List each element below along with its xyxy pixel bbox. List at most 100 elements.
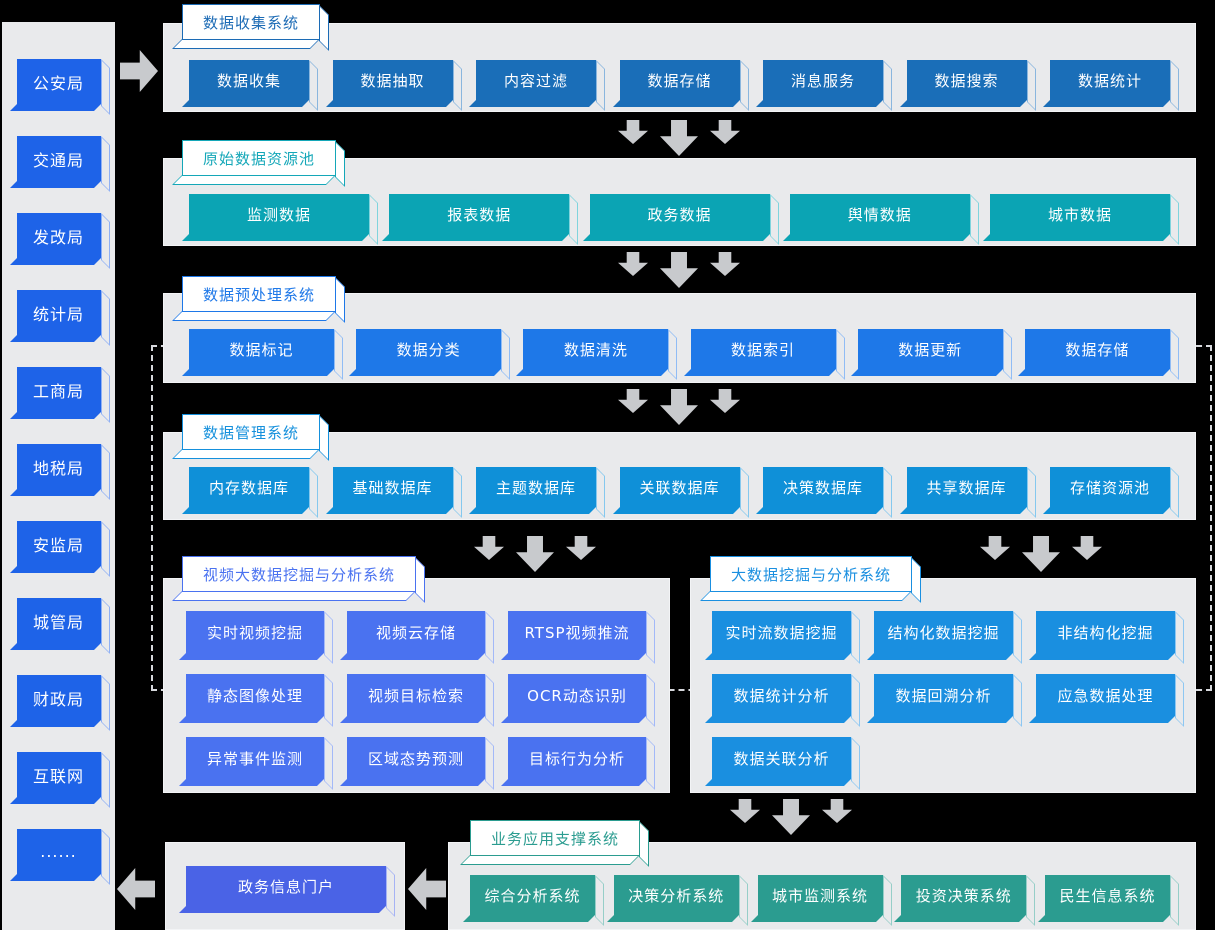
arrow-down-icon [566, 536, 596, 560]
arrow-down-icon [730, 799, 760, 823]
module-button[interactable]: 数据索引 [690, 329, 836, 369]
bureau-sidebar: 公安局 交通局 发改局 统计局 工商局 地税局 安监局 城管局 财政局 互联网 … [2, 22, 115, 930]
sidebar-item-jiaotong[interactable]: 交通局 [16, 136, 101, 181]
sidebar-item-hulianwang[interactable]: 互联网 [16, 752, 101, 797]
module-button[interactable]: 数据统计 [1050, 60, 1170, 100]
sidebar-item-gongan[interactable]: 公安局 [16, 59, 101, 104]
module-button[interactable]: 非结构化挖掘 [1036, 611, 1175, 653]
arrow-down-icon [660, 252, 698, 288]
sidebar-item-tongji[interactable]: 统计局 [16, 290, 101, 335]
module-button[interactable]: 内容过滤 [476, 60, 596, 100]
arrow-down-group [980, 536, 1102, 572]
arrow-down-group [730, 799, 852, 835]
module-button[interactable]: 存储资源池 [1050, 467, 1170, 507]
arrow-left-icon [408, 868, 446, 910]
module-button[interactable]: 关联数据库 [619, 467, 740, 507]
module-button[interactable]: 数据搜索 [906, 60, 1027, 100]
band-video: 实时视频挖掘 视频云存储 RTSP视频推流 静态图像处理 视频目标检索 OCR动… [163, 578, 670, 793]
module-button[interactable]: 城市监测系统 [757, 875, 883, 915]
arrow-down-icon [660, 120, 698, 156]
sidebar-item-more[interactable]: ...... [16, 829, 101, 874]
module-button[interactable]: 共享数据库 [906, 467, 1027, 507]
module-button[interactable]: RTSP视频推流 [508, 611, 646, 653]
sidebar-item-fagai[interactable]: 发改局 [16, 213, 101, 258]
module-button[interactable]: 应急数据处理 [1036, 674, 1175, 716]
arrow-down-icon [618, 389, 648, 413]
arrow-right-icon [120, 50, 158, 92]
sidebar-item-gongshang[interactable]: 工商局 [16, 367, 101, 412]
module-button[interactable]: 数据关联分析 [712, 737, 851, 779]
band-title-manage: 数据管理系统 [182, 414, 321, 450]
band-title-app: 业务应用支撑系统 [470, 820, 641, 856]
sidebar-item-dishui[interactable]: 地税局 [16, 444, 101, 489]
band-app: 综合分析系统 决策分析系统 城市监测系统 投资决策系统 民生信息系统 [448, 842, 1196, 930]
module-button[interactable]: 数据更新 [857, 329, 1003, 369]
module-button[interactable]: 投资决策系统 [901, 875, 1027, 915]
module-button[interactable]: 区域态势预测 [347, 737, 485, 779]
arrow-down-icon [710, 389, 740, 413]
module-button[interactable]: 数据存储 [1024, 329, 1170, 369]
module-button[interactable]: 基础数据库 [332, 467, 453, 507]
band-collect: 数据收集 数据抽取 内容过滤 数据存储 消息服务 数据搜索 数据统计 [163, 23, 1196, 112]
arrow-down-icon [822, 799, 852, 823]
module-button[interactable]: 结构化数据挖掘 [874, 611, 1013, 653]
module-button[interactable]: 消息服务 [763, 60, 883, 100]
portal-panel: 政务信息门户 [165, 842, 405, 930]
module-button[interactable]: OCR动态识别 [508, 674, 646, 716]
module-button[interactable]: 数据统计分析 [712, 674, 851, 716]
band-title-bigdata: 大数据挖掘与分析系统 [710, 556, 913, 592]
module-button[interactable]: 舆情数据 [789, 194, 970, 234]
arrow-down-icon [772, 799, 810, 835]
module-button[interactable]: 数据标记 [189, 329, 334, 369]
module-button[interactable]: 视频目标检索 [347, 674, 485, 716]
arrow-down-group [474, 536, 596, 572]
module-button[interactable]: 报表数据 [389, 194, 570, 234]
band-bigdata: 实时流数据挖掘 结构化数据挖掘 非结构化挖掘 数据统计分析 数据回溯分析 应急数… [690, 578, 1196, 793]
arrow-down-icon [618, 252, 648, 276]
arrow-down-icon [1022, 536, 1060, 572]
arrow-down-icon [710, 252, 740, 276]
module-button[interactable]: 主题数据库 [476, 467, 596, 507]
sidebar-item-caizheng[interactable]: 财政局 [16, 675, 101, 720]
module-button[interactable]: 实时视频挖掘 [186, 611, 324, 653]
arrow-down-icon [660, 389, 698, 425]
portal-button[interactable]: 政务信息门户 [186, 866, 386, 906]
module-button[interactable]: 数据回溯分析 [874, 674, 1013, 716]
module-button[interactable]: 数据收集 [189, 60, 309, 100]
module-button[interactable]: 数据存储 [619, 60, 740, 100]
module-button[interactable]: 异常事件监测 [186, 737, 324, 779]
sidebar-item-anjian[interactable]: 安监局 [16, 521, 101, 566]
module-button[interactable]: 视频云存储 [347, 611, 485, 653]
arrow-down-icon [474, 536, 504, 560]
module-button[interactable]: 政务数据 [589, 194, 770, 234]
arrow-down-group [618, 252, 740, 288]
module-button[interactable]: 数据抽取 [332, 60, 453, 100]
arrow-down-group [618, 389, 740, 425]
arrow-down-icon [710, 120, 740, 144]
module-button[interactable]: 实时流数据挖掘 [712, 611, 851, 653]
module-button[interactable]: 内存数据库 [189, 467, 309, 507]
band-title-preprocess: 数据预处理系统 [182, 276, 337, 312]
module-button[interactable]: 决策分析系统 [613, 875, 739, 915]
arrow-down-icon [516, 536, 554, 572]
module-button[interactable]: 决策数据库 [763, 467, 883, 507]
module-button[interactable]: 数据分类 [356, 329, 502, 369]
band-preprocess: 数据标记 数据分类 数据清洗 数据索引 数据更新 数据存储 [163, 293, 1196, 383]
module-button[interactable]: 静态图像处理 [186, 674, 324, 716]
module-button[interactable]: 民生信息系统 [1045, 875, 1170, 915]
sidebar-item-chengguan[interactable]: 城管局 [16, 598, 101, 643]
module-button[interactable]: 综合分析系统 [470, 875, 595, 915]
arrow-down-icon [618, 120, 648, 144]
arrow-left-icon [117, 868, 155, 910]
band-title-video: 视频大数据挖掘与分析系统 [182, 556, 417, 592]
module-button[interactable]: 数据清洗 [523, 329, 669, 369]
arrow-down-group [618, 120, 740, 156]
arrow-down-icon [1072, 536, 1102, 560]
module-button[interactable]: 目标行为分析 [508, 737, 646, 779]
band-manage: 内存数据库 基础数据库 主题数据库 关联数据库 决策数据库 共享数据库 存储资源… [163, 432, 1196, 520]
module-button[interactable]: 城市数据 [990, 194, 1170, 234]
arrow-down-icon [980, 536, 1010, 560]
band-title-collect: 数据收集系统 [182, 4, 321, 40]
module-button[interactable]: 监测数据 [189, 194, 369, 234]
